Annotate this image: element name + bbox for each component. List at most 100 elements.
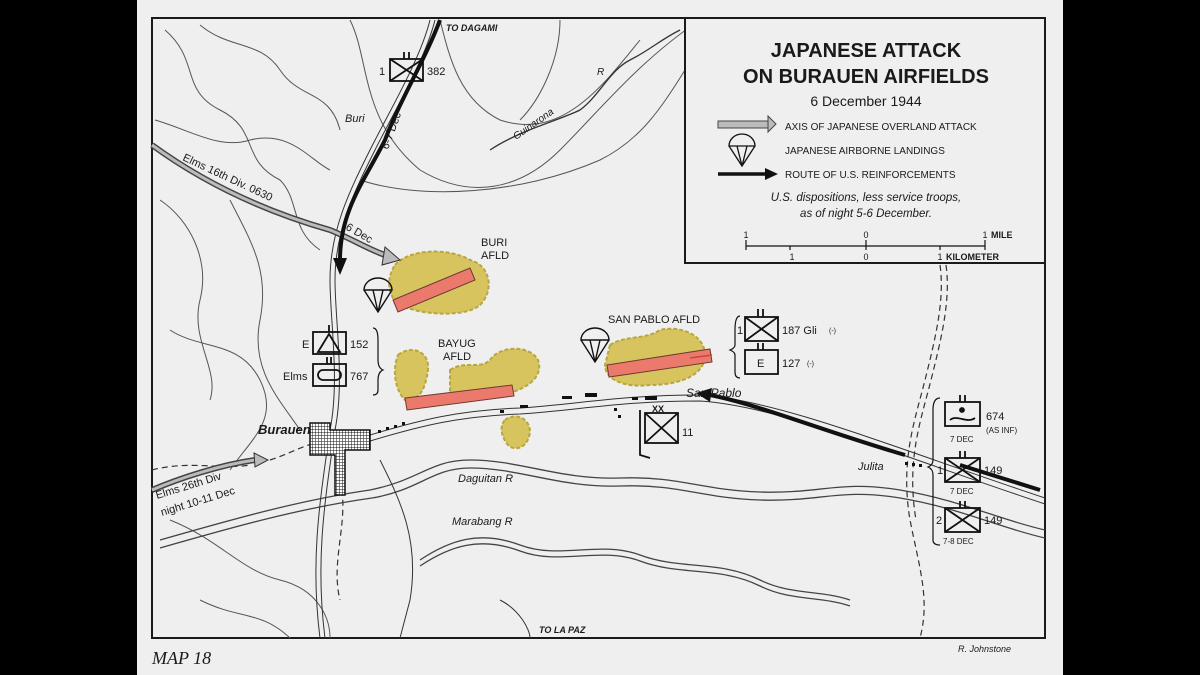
unit-11-number: 11 [682,427,693,439]
elms-16th-label: Elms 16th Div. 0630 [181,152,275,204]
bayug-airfield-area-east [449,347,541,396]
scale-km-tick: 1 [937,252,942,262]
dec67-label: 6-7 Dec [380,110,405,151]
scale-mile-unit: MILE [991,230,1013,240]
unit-674-number: 674 [986,411,1004,423]
unit-149-2-symbol [944,501,981,533]
marabang-label: Marabang R [452,516,513,528]
us-reinforcement-arrows [333,19,1041,492]
bracket-julita-units [926,397,941,546]
legend-item-label: Japanese airborne landings [785,146,945,157]
arrowhead-16th [381,246,402,266]
burauen-label: Burauen [258,422,311,437]
unit-127-symbol [744,343,779,375]
map-frame [151,17,1046,639]
unit-674-symbol [944,395,981,427]
unit-767-number: 767 [350,371,368,383]
scale-mile-tick: 1 [743,230,748,240]
unit-149-2-date: 7-8 DEC [943,537,974,546]
scale-km-tick: 0 [863,252,868,262]
unit-149-1-symbol [944,451,981,483]
julita-label: Julita [857,461,884,473]
unit-382-symbol [389,52,424,82]
unit-149-1-number: 149 [984,465,1002,477]
san-pablo-runway [606,348,713,378]
guinarona-river [489,29,681,151]
buri-runway [392,267,476,313]
buri-afld-label: BURI [481,237,507,249]
legend-title-1: JAPANESE ATTACK [771,40,962,62]
parachute-icon [728,133,756,168]
unit-149-2-prefix: 2 [936,515,942,527]
unit-674-note: (AS INF) [986,426,1017,435]
contour-lines [154,19,701,639]
unit-127-suffix: (-) [807,361,814,368]
legend-note-1: U.S. dispositions, less service troops, [771,192,961,204]
parachute-icon-san-pablo [580,327,610,364]
arrowhead-26th [253,452,270,468]
bracket-187-127 [728,315,741,379]
unit-149-1-date: 7 DEC [950,487,974,496]
unit-127-letter: E [757,358,764,370]
legend-item-label: Axis of Japanese overland attack [785,122,977,133]
rivers [159,459,1046,607]
unit-767-symbol [312,357,347,387]
unit-187-suffix: (-) [829,328,836,335]
buri-label: Buri [345,113,365,125]
unit-152-number: 152 [350,339,368,351]
to-dagami-label: TO DAGAMI [446,23,498,33]
legend: JAPANESE ATTACK ON BURAUEN AIRFIELDS 6 D… [684,17,1046,264]
unit-382-prefix: 1 [379,66,385,78]
japanese-attack-arrows [150,142,713,493]
unit-152-prefix: E [302,339,309,351]
scale-mile-tick: 0 [863,230,868,240]
bayug-afld-label: BAYUG [438,338,476,350]
trails [151,264,948,639]
unit-127-number: 127 [782,358,800,370]
scale-km-tick: 1 [789,252,794,262]
parachute-icons [363,277,610,364]
unit-187-number: 187 Gli [782,325,817,337]
unit-149-1-prefix: 1 [937,465,943,477]
scale-km-unit: KILOMETER [946,252,999,262]
daguitan-label: Daguitan R [458,473,513,485]
legend-note-2: as of night 5-6 December. [800,208,932,220]
black-arrow-icon [718,168,778,180]
unit-149-2-number: 149 [984,515,1002,527]
unit-187-symbol [744,309,779,342]
bayug-airfield-area-west [393,349,430,402]
bracket-152-767 [372,327,385,396]
buri-afld-label: AFLD [481,250,509,262]
to-la-paz-label: TO LA PAZ [539,625,586,635]
unit-11-symbol [639,410,679,459]
map-number: MAP 18 [151,648,211,668]
hatched-arrow-icon [717,114,777,134]
legend-date: 6 December 1944 [810,93,922,109]
unit-674-date: 7 DEC [950,435,974,444]
bayug-airfield-area-south [500,415,532,450]
runways [392,267,713,411]
legend-title-2: ON BURAUEN AIRFIELDS [743,66,989,88]
airfield-areas [388,250,707,450]
unit-382-number: 382 [427,66,445,78]
legend-item-label: Route of U.S. reinforcements [785,170,956,181]
unit-labels: 1 382 E 152 Elms 767 1 187 Gli (-) E 127… [283,66,1017,546]
guinarona-r-label: R [597,67,604,78]
unit-767-prefix: Elms [283,371,308,383]
unit-187-prefix: 1 [737,325,743,337]
parachute-icon-buri [363,277,393,314]
legend-box [684,17,1046,264]
buildings [378,393,922,467]
bayug-runway [404,384,515,411]
bayug-afld-label: AFLD [443,351,471,363]
san-pablo-afld-label: SAN PABLO AFLD [608,314,700,326]
unit-symbols [312,52,981,546]
burauen-town [309,422,371,496]
credit: R. Johnstone [958,644,1011,654]
scale-bar [745,240,986,250]
scale-mile-tick: 1 [982,230,987,240]
unit-11-echelon: XX [652,404,664,414]
unit-152-symbol [312,325,347,355]
san-pablo-label: San Pablo [686,386,742,400]
